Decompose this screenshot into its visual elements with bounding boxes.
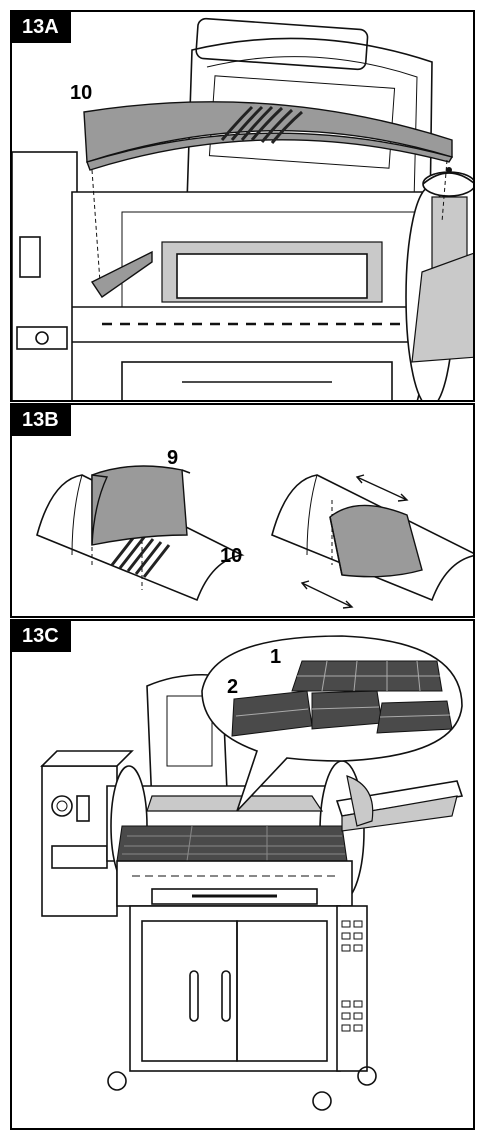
baffle-assembly-illustration: [36, 465, 473, 609]
callout-9-13b: 9: [167, 447, 179, 469]
callout-2-13c: 2: [227, 676, 239, 698]
panel-13a-label: 13A: [12, 12, 71, 43]
grill-heat-baffle-illustration: [12, 17, 473, 400]
grill-grates-illustration: [40, 635, 464, 1111]
panel-13c-label: 13C: [12, 621, 71, 652]
panel-13a: 13A 10: [10, 10, 475, 402]
panel-13b-label: 13B: [12, 405, 71, 436]
panel-13c: 13C 1 2: [10, 619, 475, 1130]
callout-1-13c: 1: [270, 646, 282, 668]
panel-13b: 13B 9 10: [10, 403, 475, 618]
callout-10-13b: 10: [220, 545, 243, 567]
callout-10-13a: 10: [70, 82, 93, 104]
